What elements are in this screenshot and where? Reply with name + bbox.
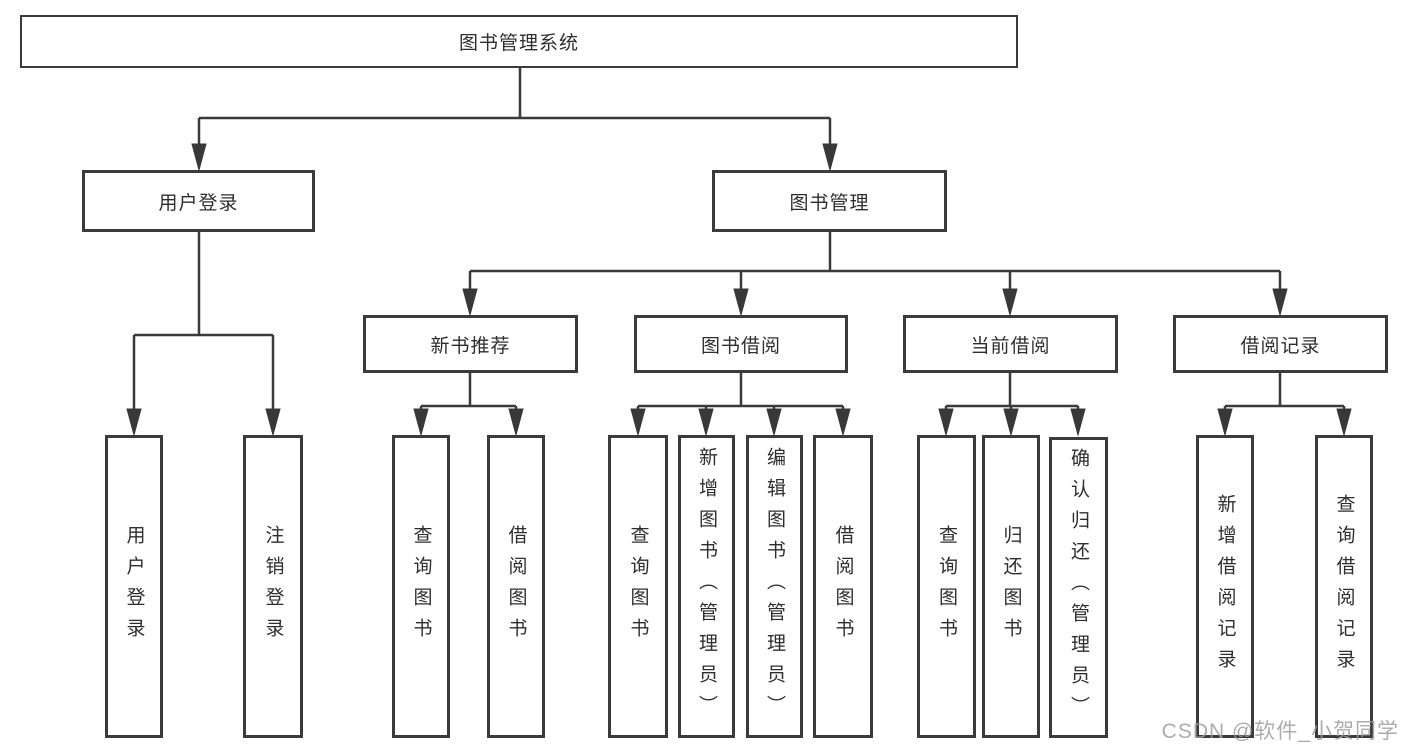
node-library-system-label: 图书管理系统 — [458, 33, 579, 54]
connector-user-login-to-leaves — [126, 232, 281, 437]
node-search-books-1: 查询图书 — [392, 435, 450, 738]
node-user-login-branch: 用户登录 — [82, 170, 315, 232]
node-search-books-3-label: 查询图书 — [936, 524, 957, 649]
node-add-book-admin: 新增图书（管理员） — [678, 435, 735, 738]
node-user-login-branch-label: 用户登录 — [158, 192, 239, 214]
node-logout-leaf-label: 注销登录 — [262, 524, 284, 649]
connector-book-management-to-level3 — [462, 232, 1288, 317]
node-new-book-recommend: 新书推荐 — [363, 315, 578, 373]
node-user-login-leaf: 用户登录 — [105, 435, 163, 738]
node-borrow-books-2-label: 借阅图书 — [832, 524, 854, 649]
node-logout-leaf: 注销登录 — [243, 435, 303, 738]
node-borrow-records-label: 借阅记录 — [1240, 335, 1321, 357]
node-confirm-return-admin: 确认归还（管理员） — [1049, 437, 1108, 738]
connector-new-book-to-leaves — [413, 373, 524, 437]
node-search-books-2-label: 查询图书 — [627, 524, 649, 649]
node-book-management: 图书管理 — [712, 170, 947, 232]
node-book-borrow-label: 图书借阅 — [700, 335, 781, 357]
connector-root-to-level2 — [191, 68, 838, 172]
node-search-borrow-record-label: 查询借阅记录 — [1333, 493, 1355, 680]
node-search-books-3: 查询图书 — [917, 435, 976, 738]
node-library-system: 图书管理系统 — [20, 15, 1018, 68]
node-current-borrow-label: 当前借阅 — [970, 335, 1051, 357]
node-return-books-label: 归还图书 — [1000, 524, 1022, 649]
node-borrow-books-2: 借阅图书 — [813, 435, 873, 738]
connector-borrow-records-to-leaves — [1217, 373, 1352, 437]
watermark-text: CSDN @软件_小贺同学 — [1161, 720, 1399, 743]
connector-current-borrow-to-leaves — [938, 373, 1086, 437]
node-edit-book-admin-label: 编辑图书（管理员） — [764, 447, 785, 726]
connector-book-borrow-to-leaves — [630, 373, 851, 437]
node-new-book-recommend-label: 新书推荐 — [430, 335, 511, 357]
node-borrow-books-1: 借阅图书 — [487, 435, 545, 738]
node-borrow-books-1-label: 借阅图书 — [505, 524, 527, 649]
node-return-books: 归还图书 — [982, 435, 1040, 738]
node-add-borrow-record-label: 新增借阅记录 — [1214, 493, 1236, 680]
node-add-borrow-record: 新增借阅记录 — [1196, 435, 1254, 738]
node-borrow-records: 借阅记录 — [1173, 315, 1388, 373]
node-add-book-admin-label: 新增图书（管理员） — [696, 447, 717, 726]
node-book-borrow: 图书借阅 — [634, 315, 848, 373]
node-search-books-1-label: 查询图书 — [410, 524, 432, 649]
node-confirm-return-admin-label: 确认归还（管理员） — [1068, 448, 1089, 727]
node-book-management-label: 图书管理 — [789, 192, 870, 214]
node-edit-book-admin: 编辑图书（管理员） — [746, 435, 803, 738]
node-search-borrow-record: 查询借阅记录 — [1315, 435, 1373, 738]
node-search-books-2: 查询图书 — [608, 435, 668, 738]
node-current-borrow: 当前借阅 — [903, 315, 1118, 373]
node-user-login-leaf-label: 用户登录 — [123, 524, 145, 649]
